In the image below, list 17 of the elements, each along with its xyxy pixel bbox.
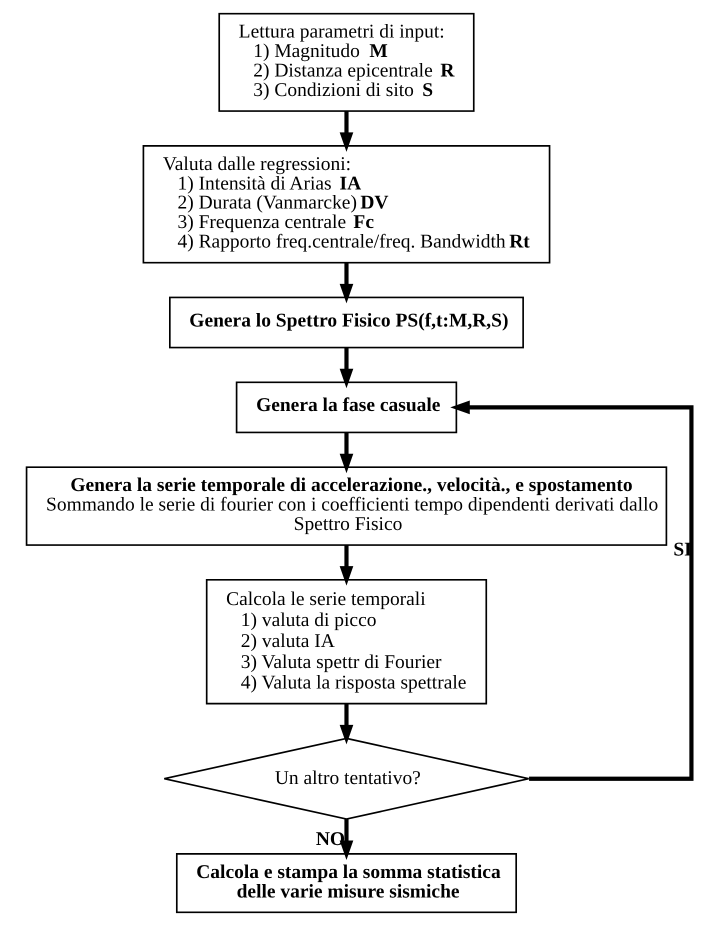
arrow xyxy=(339,545,353,586)
arrow xyxy=(339,111,353,152)
node-box: Calcola le serie temporali 1) valuta di picco 2) valuta IA 3) Valuta spettr di Fourier 4) Valuta la risposta spettrale xyxy=(205,579,487,704)
arrow xyxy=(339,262,353,304)
arrow xyxy=(339,348,353,388)
arrow xyxy=(339,704,353,744)
arrow xyxy=(339,432,353,474)
node-box: Calcola e stampa la somma statistica delle varie misure sismiche xyxy=(175,853,516,914)
node-box: Genera lo Spettro Fisico PS(f,t:M,R,S) xyxy=(168,296,524,348)
node-box: Lettura parametri di input: 1) Magnitudo M 2) Distanza epicentrale R 3) Condizioni di sito S xyxy=(218,12,474,112)
node-diamond: Un altro tentativo? xyxy=(162,738,530,820)
node-box: Genera la serie temporale di accelerazione., velocità., e spostamento Sommando le serie di fourier con i coefficienti tempo dipendenti derivati dallo Spettro Fisico xyxy=(25,466,667,546)
edge-label: SI xyxy=(672,540,692,561)
arrow xyxy=(450,400,694,781)
arrow xyxy=(339,819,353,860)
node-box: Genera la fase casuale xyxy=(235,382,457,434)
node-box: Valuta dalle regressioni: 1) Intensità di Arias IA 2) Durata (Vanmarcke)DV 3) Frequenza centrale Fc 4) Rapporto freq.centrale/freq. Bandwidth Rt xyxy=(142,145,550,264)
